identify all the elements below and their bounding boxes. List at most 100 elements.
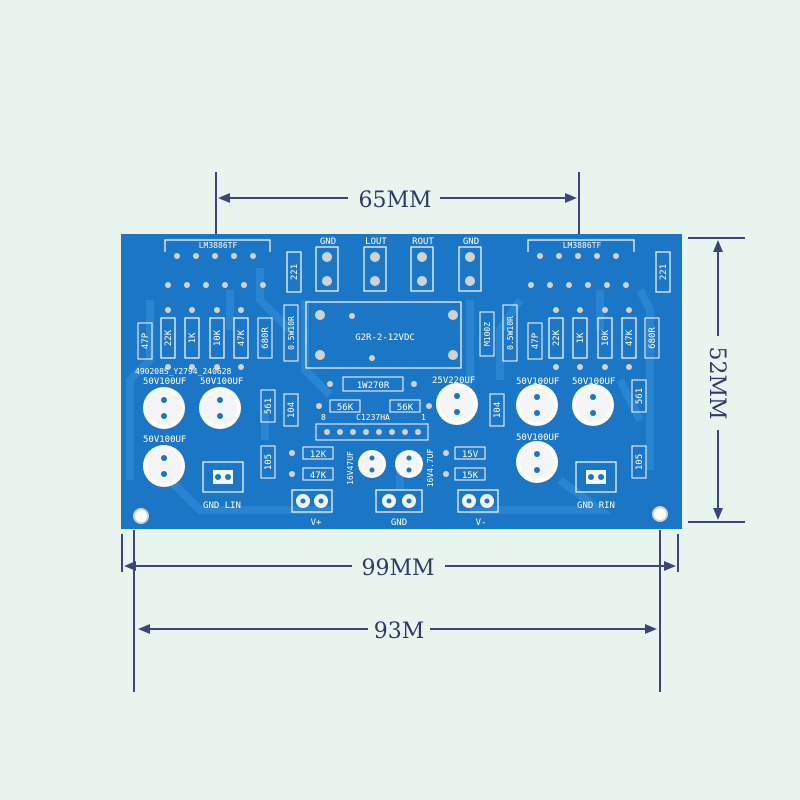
svg-text:12K: 12K <box>310 450 327 460</box>
svg-text:1W270R: 1W270R <box>357 381 390 391</box>
ic-lm3886-left: LM3886TF <box>164 239 271 288</box>
svg-text:56K: 56K <box>337 403 354 413</box>
gnd-lin-label: GND LIN <box>203 501 241 511</box>
res-221-right: 221 <box>655 251 671 293</box>
res-56k-left: 56K <box>316 399 361 413</box>
cap-16v4-7uf: 16V4.7UF <box>395 449 435 488</box>
res-47k-mid: 47K <box>289 467 334 481</box>
res-22k-right: 22K <box>552 329 562 346</box>
dimension-99mm-label: 99MM <box>361 556 434 581</box>
cap-label-left-2: 50V100UF <box>200 377 243 387</box>
svg-text:221: 221 <box>290 264 300 280</box>
svg-text:16V4.7UF: 16V4.7UF <box>426 449 435 488</box>
cap-16v47uf: 16V47UF <box>346 450 386 485</box>
res-680r-right: 680R <box>644 317 660 359</box>
res-56k-right: 56K <box>389 399 432 413</box>
part-code-label: 490208S_Y2794_240628 <box>135 367 232 376</box>
svg-text:680R: 680R <box>648 327 658 349</box>
res-22k-left: 22K <box>164 329 174 346</box>
res-1w270r: 1W270R <box>327 376 417 392</box>
svg-text:1: 1 <box>421 413 426 422</box>
output-headers: GND LOUT ROUT GND <box>315 237 482 292</box>
cap-47p-left: 47P <box>137 322 153 360</box>
cap-104-right: 104 <box>489 393 505 427</box>
svg-text:47P: 47P <box>531 332 541 349</box>
svg-text:680R: 680R <box>261 327 271 349</box>
power-connectors: V+ GND V- <box>291 489 499 528</box>
res-0-5w10r-left: 0.5W10R <box>283 304 299 362</box>
left-capacitors: 50V100UF 50V100UF 50V100UF <box>143 377 243 487</box>
right-dimension: 52MM <box>688 237 745 523</box>
svg-text:56K: 56K <box>397 403 414 413</box>
power-label-gnd: GND <box>391 518 407 528</box>
cap-label-right-1: 50V100UF <box>516 377 559 387</box>
res-47k-left: 47K <box>237 329 247 346</box>
svg-text:0.5W10R: 0.5W10R <box>506 316 515 350</box>
power-label-vplus: V+ <box>311 518 322 528</box>
svg-text:104: 104 <box>493 402 503 418</box>
header-label-lout: LOUT <box>365 237 387 247</box>
right-resistor-row: 22K 1K 10K 47K <box>548 307 637 370</box>
cap-label-left-3: 50V100UF <box>143 435 186 445</box>
cap-label-right-3: 50V100UF <box>516 433 559 443</box>
svg-text:LM3886TF: LM3886TF <box>199 241 238 250</box>
mounting-hole-right <box>652 506 668 522</box>
right-capacitors: 50V100UF 50V100UF 50V100UF <box>516 377 615 483</box>
svg-text:25V220UF: 25V220UF <box>432 376 475 386</box>
input-connector-right: GND RIN <box>575 461 617 511</box>
pcb-board: LM3886TF LM3886TF 221 221 GND <box>121 234 682 529</box>
res-15k: 15K <box>443 467 486 481</box>
res-12k: 12K <box>289 446 334 460</box>
svg-text:LM3886TF: LM3886TF <box>563 241 602 250</box>
res-221-left: 221 <box>286 251 302 293</box>
cap-25v220uf: 25V220UF <box>432 376 478 425</box>
svg-text:16V47UF: 16V47UF <box>346 451 355 485</box>
dimension-52mm-label: 52MM <box>704 346 729 419</box>
svg-text:G2R-2-12VDC: G2R-2-12VDC <box>355 333 415 343</box>
cap-label-left-1: 50V100UF <box>143 377 186 387</box>
res-1k-left: 1K <box>188 332 198 343</box>
svg-text:15K: 15K <box>462 471 479 481</box>
svg-text:105: 105 <box>635 454 645 470</box>
ic-lm3886-right: LM3886TF <box>527 239 635 288</box>
dimension-93m-label: 93M <box>374 619 425 644</box>
cap-47p-right: 47P <box>527 322 543 360</box>
svg-text:C1237HA: C1237HA <box>356 413 390 422</box>
res-10k-right: 10K <box>601 329 611 346</box>
svg-text:561: 561 <box>264 398 274 414</box>
cap-105-right: 105 <box>631 445 647 479</box>
power-label-vminus: V- <box>476 518 487 528</box>
header-label-gnd-2: GND <box>463 237 479 247</box>
svg-text:8: 8 <box>321 413 326 422</box>
res-m100z: M100Z <box>479 311 495 357</box>
res-0-5w10r-right: 0.5W10R <box>502 304 518 362</box>
res-561-left: 561 <box>260 389 276 423</box>
relay: G2R-2-12VDC <box>305 301 462 369</box>
top-dimension: 65MM <box>215 172 580 245</box>
svg-text:0.5W10R: 0.5W10R <box>287 316 296 350</box>
zener-15v: 15V <box>443 446 486 460</box>
gnd-rin-label: GND RIN <box>577 501 615 511</box>
bottom-dimensions: 99MM 93M <box>121 530 679 692</box>
cap-label-right-2: 50V100UF <box>572 377 615 387</box>
header-label-rout: ROUT <box>412 237 434 247</box>
res-561-right: 561 <box>631 379 647 413</box>
mounting-hole-left <box>133 508 149 524</box>
left-resistor-row: 22K 1K 10K 47K <box>160 307 249 370</box>
ic-c1237ha: 8 C1237HA 1 <box>315 413 429 441</box>
cap-104-left: 104 <box>283 393 299 427</box>
cap-105-left: 105 <box>260 445 276 479</box>
svg-text:47P: 47P <box>141 332 151 349</box>
res-47k-right: 47K <box>625 329 635 346</box>
svg-text:M100Z: M100Z <box>483 322 492 346</box>
res-680r-left: 680R <box>257 317 273 359</box>
dimension-65mm-label: 65MM <box>358 188 431 213</box>
res-10k-left: 10K <box>213 329 223 346</box>
svg-text:105: 105 <box>264 454 274 470</box>
svg-text:104: 104 <box>287 402 297 418</box>
svg-text:561: 561 <box>635 388 645 404</box>
res-1k-right: 1K <box>576 332 586 343</box>
input-connector-left: GND LIN <box>202 461 244 511</box>
svg-text:15V: 15V <box>462 450 479 460</box>
